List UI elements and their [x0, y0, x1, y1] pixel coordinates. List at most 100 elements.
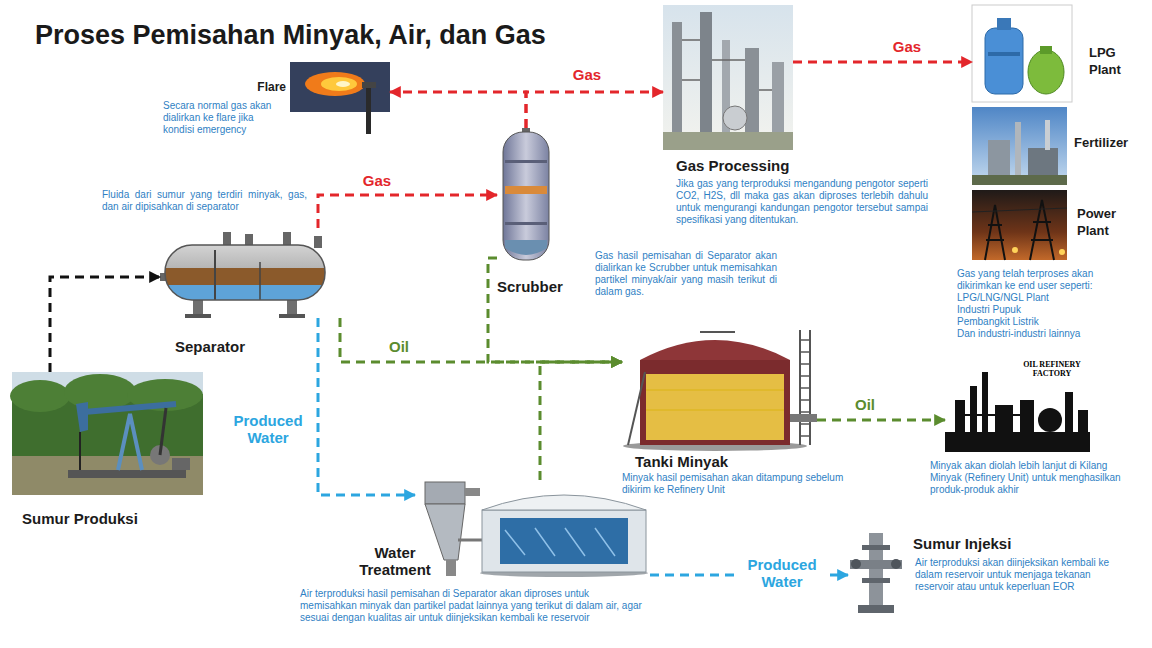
wellhead-picture	[851, 559, 861, 569]
separator-vessel-picture	[279, 314, 305, 318]
node-heading: Fertilizer	[1074, 135, 1146, 152]
scrubber-node: ScrubberGas hasil pemisahan di Separator…	[497, 128, 555, 265]
separator-vessel-picture	[165, 245, 325, 300]
separator-vessel-picture	[214, 250, 216, 300]
power-plant-picture	[972, 190, 1067, 260]
flow-connector	[340, 318, 622, 362]
connector-group	[50, 62, 972, 575]
lpg-cylinder-picture	[988, 52, 1020, 56]
pumpjack-picture	[12, 456, 203, 495]
node-description: Secara normal gas akan dialirkan ke flar…	[163, 100, 285, 136]
picture-caption: OIL REFINERY FACTORY	[1017, 360, 1087, 378]
scrubber-vessel-picture	[503, 132, 549, 260]
flare-picture	[290, 62, 390, 112]
node-heading: Scrubber	[497, 278, 587, 295]
lpg-cylinder-picture	[1040, 46, 1052, 54]
node-description: Minyak hasil pemisahan akan ditampung se…	[622, 472, 847, 496]
pumpjack-picture	[68, 470, 186, 478]
scrubber-vessel-picture	[505, 240, 547, 255]
separator-vessel-picture	[160, 232, 325, 318]
separator-vessel-picture	[185, 314, 211, 318]
flare-picture	[321, 77, 357, 91]
separator-vessel-picture	[165, 268, 325, 285]
flow-connector	[50, 277, 160, 372]
flow-connector	[540, 362, 622, 480]
power-plant-node: Power Plant	[972, 190, 1067, 260]
wellhead-picture	[891, 559, 901, 569]
flare-picture	[336, 81, 350, 87]
fertilizer-plant-picture	[1015, 122, 1021, 180]
flow-connector	[526, 92, 663, 128]
refinery-silhouette	[982, 372, 988, 432]
oil-tank-picture	[700, 331, 735, 333]
flow-connector	[793, 61, 972, 64]
note-line: Dan industri-industri lainnya	[957, 328, 1129, 340]
wellhead-picture	[850, 533, 902, 613]
pumpjack-picture	[64, 374, 136, 410]
node-heading: Gas Processing	[676, 157, 856, 174]
separator-vessel-picture	[165, 285, 325, 300]
pumpjack-picture	[160, 408, 166, 455]
refinery-silhouette	[1065, 392, 1073, 432]
separator-vessel-picture	[165, 245, 325, 300]
flow-connector	[390, 92, 526, 128]
node-description: Air terproduksi hasil pemisahan di Separ…	[300, 588, 645, 624]
end-user-note: Gas yang telah terproses akan dikirimkan…	[957, 268, 1129, 340]
flow-label: Oil	[380, 338, 418, 355]
lpg-cylinder-picture	[972, 5, 1072, 102]
flare-picture	[362, 82, 376, 88]
power-plant-picture	[1059, 249, 1065, 255]
oil-tank-picture	[628, 372, 645, 445]
water-treatment-node: Water TreatmentAir terproduksi hasil pem…	[415, 480, 650, 578]
note-line: Pembangkit Listrik	[957, 316, 1129, 328]
wellhead-picture	[862, 578, 890, 583]
gas-processing-picture	[682, 79, 700, 81]
refinery-silhouette	[970, 386, 977, 432]
gas-processing-picture	[723, 106, 747, 130]
water-treatment-picture	[425, 482, 648, 577]
oil-tank-picture	[646, 409, 784, 411]
water-treatment-picture	[465, 488, 480, 496]
refinery-silhouette	[955, 400, 965, 432]
lpg-cylinder-picture	[972, 5, 1072, 102]
fertilizer-plant-picture	[972, 107, 1067, 185]
flow-label: Produced Water	[222, 412, 314, 447]
separator-vessel-picture	[259, 262, 261, 300]
separator-node: SeparatorFluida dari sumur yang terdiri …	[160, 228, 330, 318]
lpg-cylinder-picture	[985, 28, 1023, 94]
scrubber-vessel-picture	[503, 128, 549, 260]
power-plant-picture	[972, 190, 1067, 260]
separator-vessel-picture	[314, 236, 322, 248]
oil-tank-node: Tanki MinyakMinyak hasil pemisahan akan …	[622, 320, 817, 450]
fertilizer-plant-picture	[972, 175, 1067, 185]
pumpjack-picture	[172, 458, 190, 470]
gas-processing-picture	[745, 48, 759, 137]
node-heading: Separator	[175, 338, 295, 355]
flare-picture	[305, 72, 365, 96]
wellhead-picture	[869, 533, 883, 611]
gas-processing-picture	[759, 89, 772, 91]
gas-processing-picture	[663, 132, 793, 150]
refinery-silhouette	[965, 414, 1020, 416]
separator-vessel-picture	[165, 245, 325, 300]
diagram-title: Proses Pemisahan Minyak, Air, dan Gas	[35, 20, 546, 51]
flare-picture	[366, 86, 371, 134]
refinery-silhouette	[945, 372, 1090, 452]
scrubber-vessel-picture	[505, 186, 547, 194]
separator-vessel-picture	[245, 234, 253, 246]
power-plant-picture	[972, 208, 1067, 212]
flow-label: Gas	[358, 172, 396, 189]
node-description: Minyak akan diolah lebih lanjut di Kilan…	[930, 460, 1128, 496]
pumpjack-picture	[118, 414, 142, 470]
flare-node: FlareSecara normal gas akan dialirkan ke…	[290, 62, 390, 134]
oil-tank-picture	[640, 360, 790, 445]
gas-processing-picture	[700, 12, 712, 137]
water-treatment-picture	[505, 528, 615, 556]
flow-connector	[817, 419, 945, 422]
node-description: Gas hasil pemisahan di Separator akan di…	[595, 250, 777, 298]
lpg-cylinder-picture	[1028, 50, 1064, 94]
pumpjack-picture	[76, 402, 88, 432]
gas-processing-picture	[712, 59, 745, 61]
flare-picture	[290, 62, 390, 134]
